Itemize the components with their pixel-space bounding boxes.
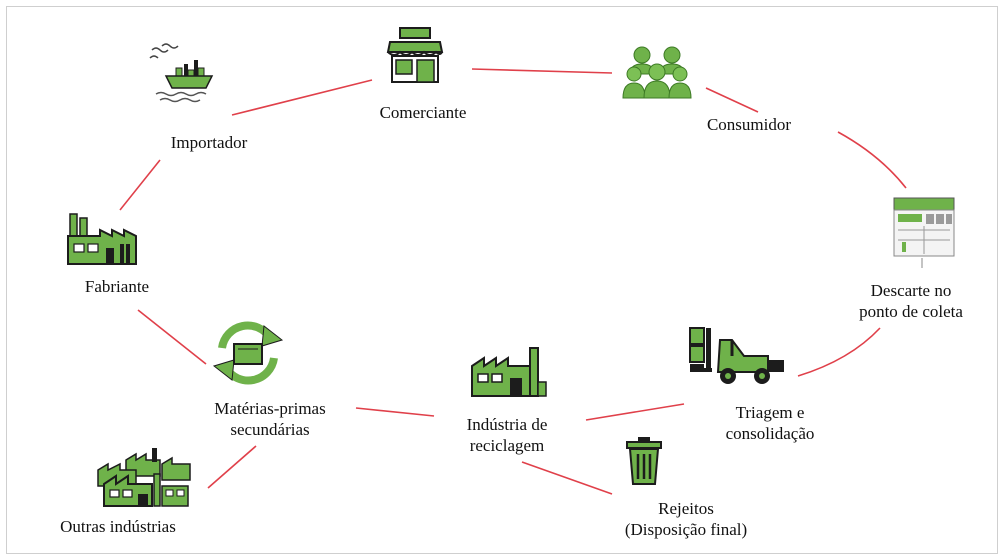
factories-icon (97, 448, 191, 507)
industria-label-line1: Indústria de (466, 415, 548, 434)
connector-industria-rejeitos (521, 461, 613, 495)
diagram-frame (6, 6, 998, 554)
factory-icon (471, 347, 547, 397)
importador-label: Importador (170, 133, 248, 152)
storefront-icon (386, 27, 444, 83)
triagem-label: Triagem e consolidação (726, 402, 815, 444)
materias-label-line1: Matérias-primas (214, 399, 326, 418)
connector-materias-outras (207, 445, 257, 489)
recycle-arrows-icon (212, 321, 284, 385)
connector-consumidor-descarte-curve (837, 131, 907, 189)
cargo-ship-icon (149, 43, 214, 103)
triagem-label-line1: Triagem e (735, 403, 805, 422)
descarte-label: Descarte no ponto de coleta (859, 280, 963, 322)
connector-triagem-industria (585, 403, 685, 421)
consumidor-label: Consumidor (706, 115, 792, 134)
connector-industria-materias (355, 407, 435, 417)
industria-label-line2: reciclagem (469, 436, 545, 455)
outras-label: Outras indústrias (60, 517, 176, 536)
connector-comerciante-consumidor (471, 68, 613, 74)
people-group-icon (622, 46, 692, 99)
materias-label: Matérias-primas secundárias (214, 398, 325, 440)
materias-label-line2: secundárias (230, 420, 310, 439)
connector-descarte-triagem (797, 327, 881, 377)
forklift-icon (689, 327, 784, 384)
descarte-label-line2: ponto de coleta (859, 302, 963, 321)
trash-can-icon (626, 437, 662, 485)
rejeitos-label-line2: (Disposição final) (624, 520, 748, 539)
rejeitos-label-line1: Rejeitos (658, 499, 714, 518)
connector-importador-comerciante (231, 79, 373, 116)
connector-fabriante-materias (137, 309, 207, 365)
rejeitos-label: Rejeitos (Disposição final) (625, 498, 747, 540)
collection-bin-icon (893, 197, 955, 268)
fabriante-label: Fabriante (84, 277, 150, 296)
descarte-label-line1: Descarte no (870, 281, 952, 300)
comerciante-label: Comerciante (379, 103, 467, 122)
industria-label: Indústria de reciclagem (467, 414, 548, 456)
manufacturer-icon (67, 213, 137, 265)
connector-importador-fabriante (119, 159, 161, 211)
connector-consumidor-descarte (705, 87, 759, 113)
triagem-label-line2: consolidação (725, 424, 815, 443)
